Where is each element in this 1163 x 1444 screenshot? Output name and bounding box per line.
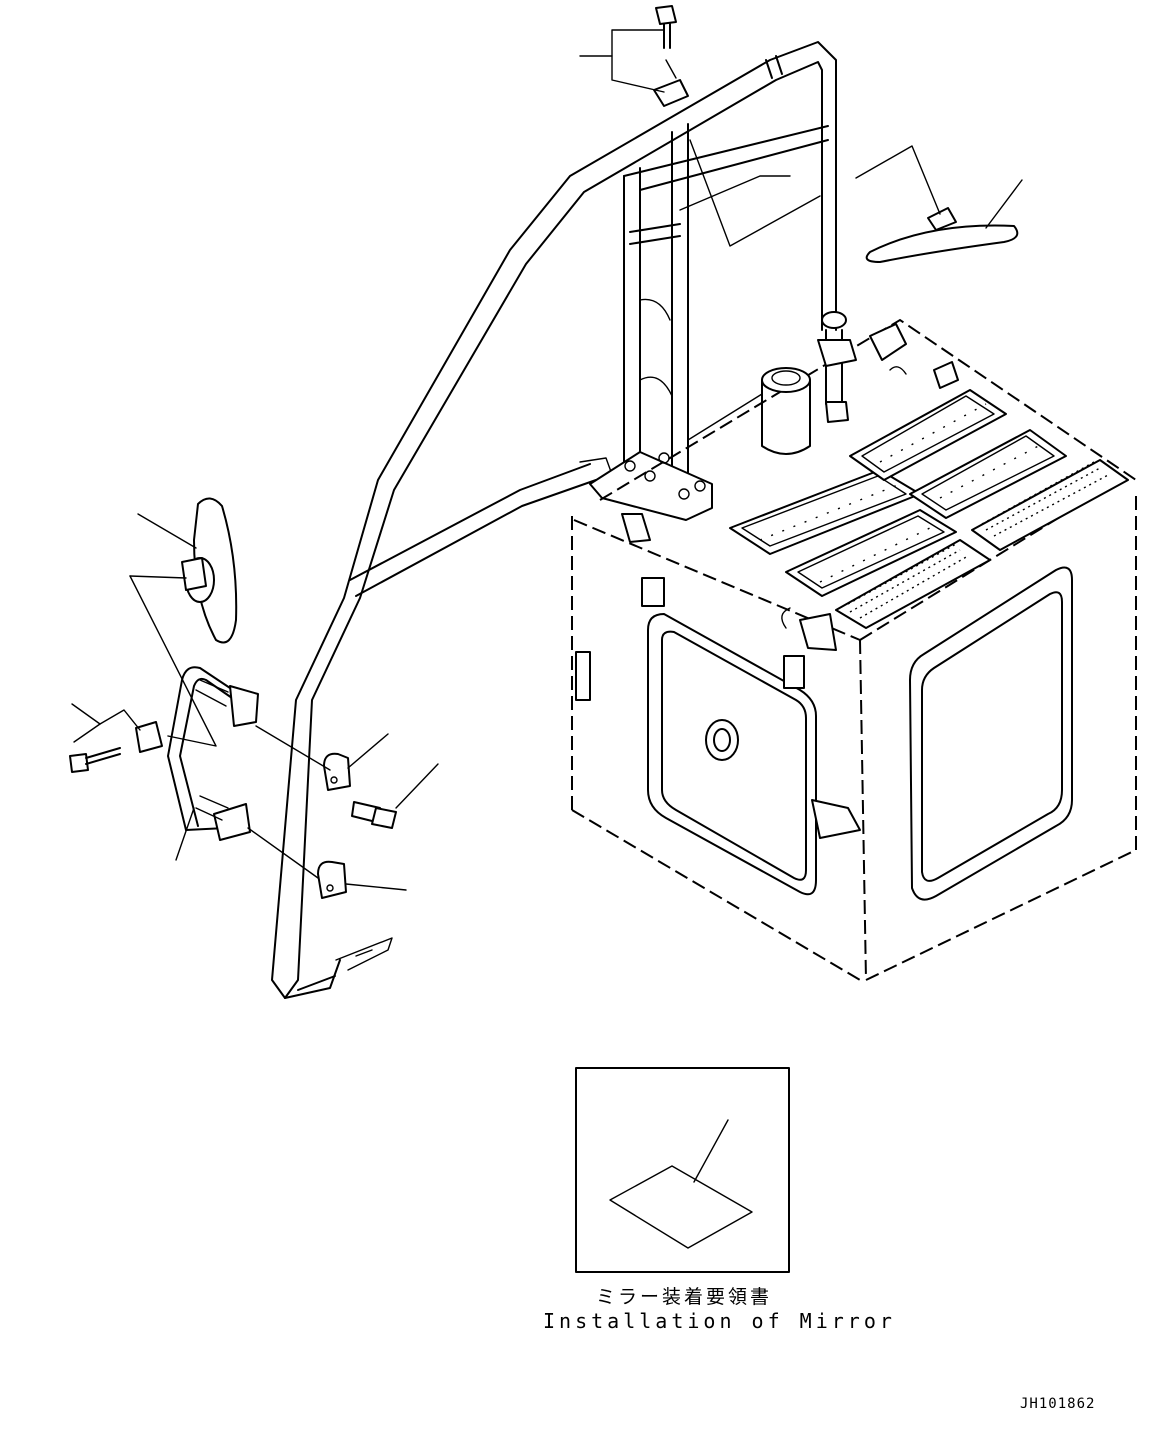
left-mirror [181,497,238,644]
mirror-stay [167,666,259,841]
top-bolt-clamp [653,5,689,107]
breather-valve [817,311,857,423]
mirror-clamps-and-bolts [69,721,397,899]
right-side-mirror [865,207,1019,263]
handrail-frame [271,41,837,999]
caption-japanese: ミラー装着要領書 [596,1286,773,1308]
caption-english: Installation of Mirror [543,1309,896,1333]
tank-body [571,318,1137,981]
leader-lines [71,29,1023,891]
filter-canister [761,367,811,455]
drawing-number: JH101862 [1020,1396,1096,1412]
installation-sheet-inset [575,1067,790,1273]
tank-top-plates [729,323,1129,629]
ladder [589,123,829,521]
